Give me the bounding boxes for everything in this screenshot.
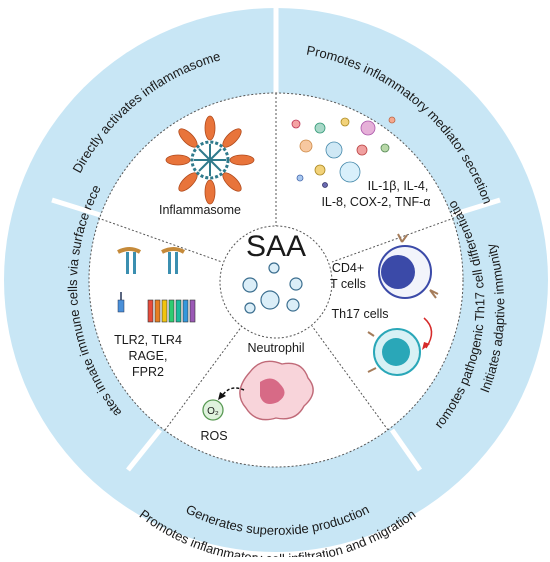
inflammasome-panel: Inflammasome (159, 115, 255, 217)
th17-cell-icon (367, 328, 421, 376)
neutrophil-panel: Neutrophil O₂ ROS (200, 341, 314, 443)
neutrophil-icon (239, 360, 314, 421)
saa-center: SAA (242, 230, 306, 314)
mediators-panel: IL-1β, IL-4, IL-8, COX-2, TNF-α (291, 116, 431, 209)
receptors-panel: TLR2, TLR4 RAGE, FPR2 (114, 247, 196, 379)
receptors-line1: TLR2, TLR4 (114, 333, 182, 347)
ring-separators (51, 8, 501, 472)
inflammasome-label: Inflammasome (159, 203, 241, 217)
mediators-line1: IL-1β, IL-4, (368, 179, 429, 193)
neutrophil-label: Neutrophil (248, 341, 305, 355)
ros-arrow-icon (221, 387, 245, 397)
o2-label: O₂ (207, 406, 219, 417)
ros-label: ROS (200, 429, 227, 443)
panel-dividers (88, 92, 464, 468)
receptors-line2: RAGE, (129, 349, 168, 363)
cd4-label-line2: T cells (330, 277, 366, 291)
cd4-t-cell-icon (378, 233, 439, 299)
cd4-label-line1: CD4+ (332, 261, 364, 275)
t-cell-panel: CD4+ T cells Th17 cells (330, 233, 439, 376)
mediator-bubbles-icon (291, 116, 396, 188)
receptor-icons (117, 247, 196, 323)
receptors-line3: FPR2 (132, 365, 164, 379)
saa-bubbles-icon (242, 262, 303, 314)
inflammasome-icon (165, 115, 255, 205)
th17-label: Th17 cells (332, 307, 389, 321)
center-title: SAA (246, 230, 306, 263)
mediators-line2: IL-8, COX-2, TNF-α (321, 195, 430, 209)
o2-molecule-icon: O₂ (202, 399, 224, 421)
